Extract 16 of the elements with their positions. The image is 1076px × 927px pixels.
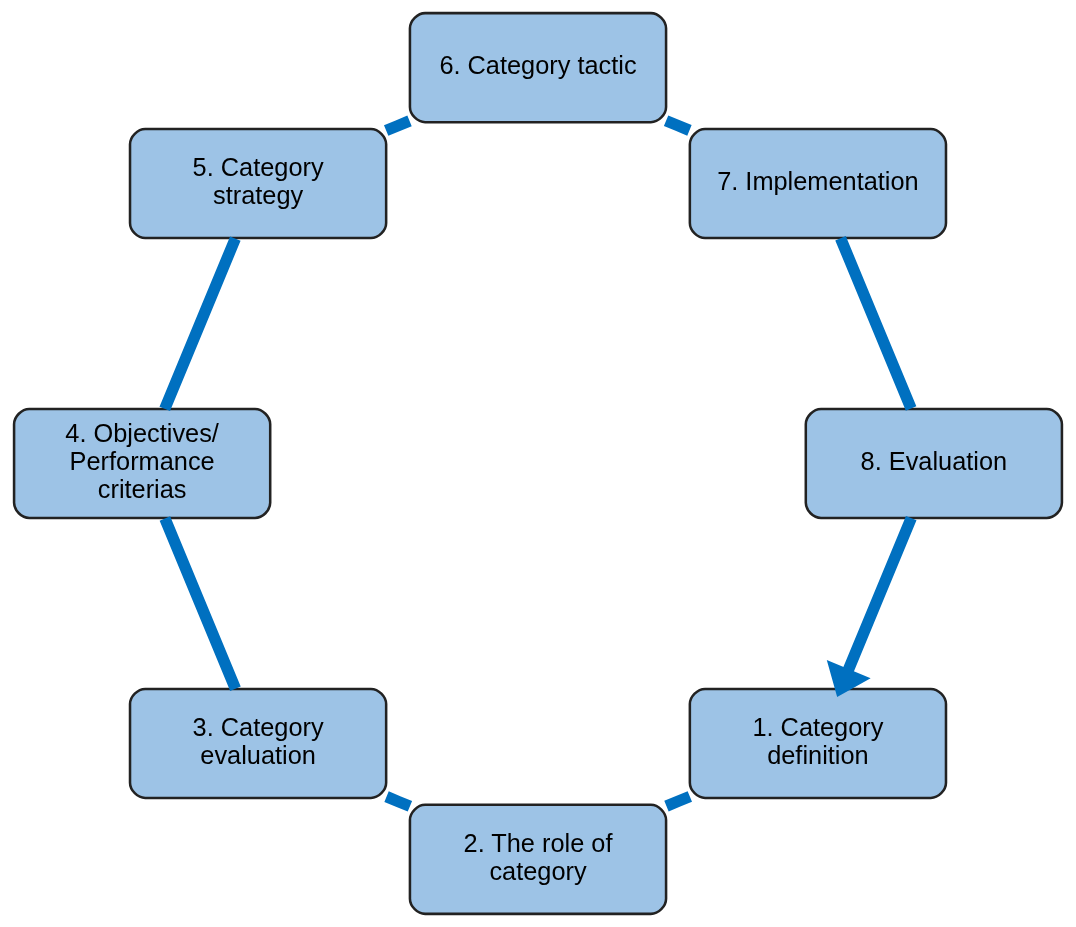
node-box: 6. Category tactic <box>408 11 668 124</box>
connector <box>159 236 241 412</box>
node-box: 4. Objectives/ Performance criterias <box>12 407 272 520</box>
node-box: 1. Category definition <box>688 687 948 800</box>
connector <box>664 791 692 812</box>
node-box: 3. Category evaluation <box>128 687 388 800</box>
connector <box>383 115 412 136</box>
node-box: 8. Evaluation <box>804 407 1064 520</box>
arrow <box>826 515 917 697</box>
node-box: 5. Category strategy <box>128 127 388 240</box>
node-box: 2. The role of category <box>408 803 668 916</box>
connector <box>159 516 241 691</box>
connector <box>663 115 692 136</box>
connector <box>835 236 917 411</box>
connector <box>384 791 413 812</box>
node-box: 7. Implementation <box>688 127 948 240</box>
